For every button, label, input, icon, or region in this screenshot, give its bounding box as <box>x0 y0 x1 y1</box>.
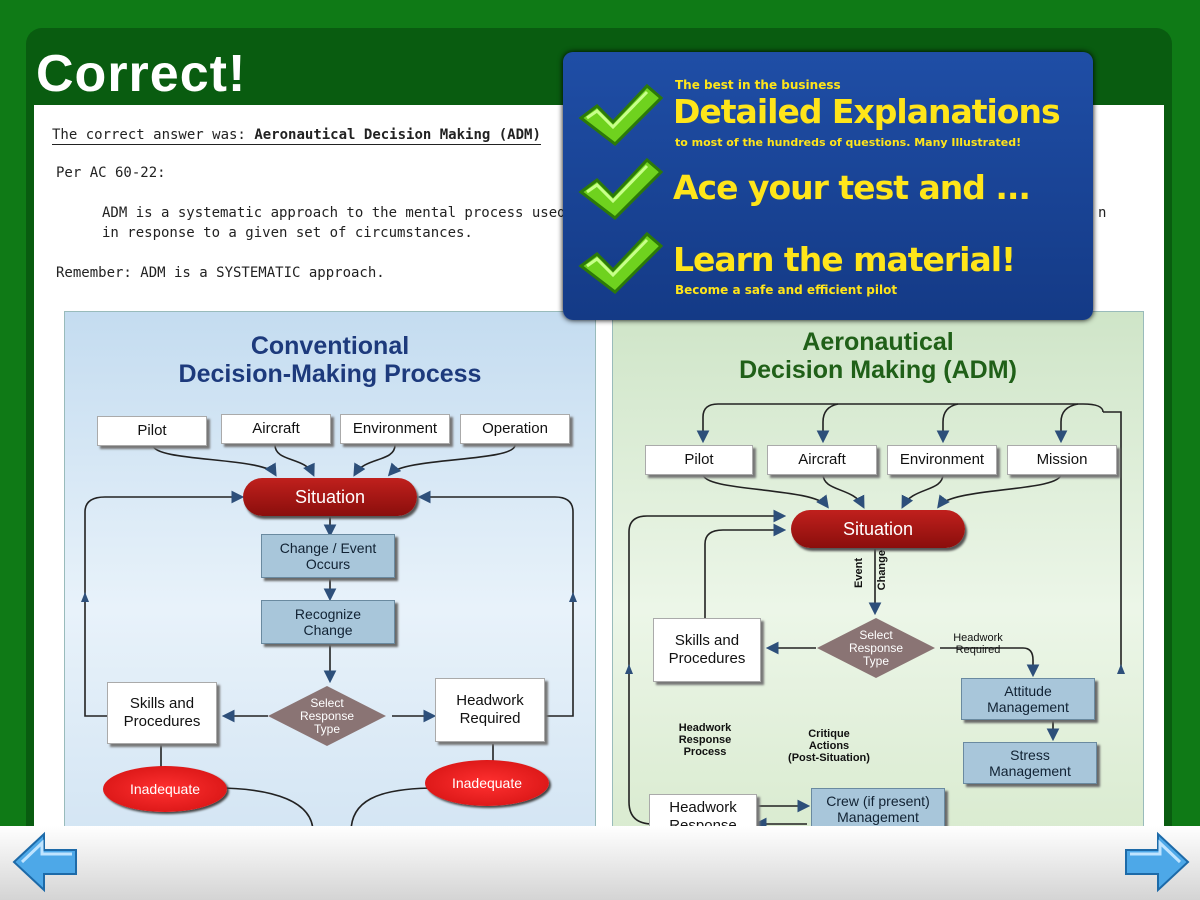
critique-line-2: Actions <box>808 740 850 752</box>
conventional-title-line-1: Conventional <box>250 332 410 360</box>
forward-arrow-icon[interactable] <box>1122 830 1192 894</box>
promo-headline-3: Learn the material! <box>673 240 1016 279</box>
select-line-1: Select <box>310 695 344 710</box>
headwork-process-line-2: Response <box>678 734 732 746</box>
conventional-connectors <box>81 444 577 845</box>
adm-situation-node: Situation <box>791 510 965 548</box>
adm-input-aircraft: Aircraft <box>767 445 877 475</box>
back-arrow-icon[interactable] <box>10 830 80 894</box>
promo-subline-3: Become a safe and efficient pilot <box>675 283 898 297</box>
checkmark-icon <box>578 83 663 146</box>
headwork-process-line-3: Process <box>683 746 727 758</box>
definition-line-1: ADM is a systematic approach to the ment… <box>102 205 1106 221</box>
headwork-process-line-1: Headwork <box>678 722 732 734</box>
promo-headline-1: Detailed Explanations <box>673 92 1061 131</box>
remember-note: Remember: ADM is a SYSTEMATIC approach. <box>56 265 385 281</box>
skills-line-1: Skills and <box>129 695 195 712</box>
promo-subline-1: to most of the hundreds of questions. Ma… <box>675 136 1022 149</box>
crew-line-2: Management <box>837 809 919 825</box>
adm-input-environment: Environment <box>887 445 997 475</box>
stress-line-2: Management <box>989 763 1071 779</box>
select-line-3: Type <box>313 721 340 736</box>
event-label: Event <box>853 558 865 588</box>
result-title: Correct! <box>36 45 247 103</box>
adm-connectors <box>625 403 1125 831</box>
headwork-response-line-1: Headwork <box>669 799 737 816</box>
adm-select-line-2: Response <box>848 640 904 655</box>
stress-line-1: Stress <box>1010 747 1050 763</box>
conventional-title-line-2: Decision-Making Process <box>178 360 482 388</box>
input-pilot: Pilot <box>97 416 207 446</box>
recognize-line-1: Recognize <box>294 606 362 622</box>
inadequate-right: Inadequate <box>425 760 549 806</box>
source-reference: Per AC 60-22: <box>56 165 166 181</box>
correct-answer-line: The correct answer was: Aeronautical Dec… <box>52 127 541 145</box>
critique-line-1: Critique <box>808 728 850 740</box>
adm-title-line-2: Decision Making (ADM) <box>739 356 1017 384</box>
adm-skills-line-1: Skills and <box>674 632 740 649</box>
adm-headwork-required-line-2: Required <box>955 644 1001 656</box>
definition-line-1-text: ADM is a systematic approach to the ment… <box>102 205 566 221</box>
answer-text: Aeronautical Decision Making (ADM) <box>254 127 541 143</box>
change-event-line-2: Occurs <box>305 556 351 572</box>
situation-node: Situation <box>243 478 417 516</box>
adm-title-line-1: Aeronautical <box>802 328 954 356</box>
adm-skills-line-2: Procedures <box>668 650 746 667</box>
attitude-line-2: Management <box>987 699 1069 715</box>
input-environment: Environment <box>340 414 450 444</box>
adm-input-pilot: Pilot <box>645 445 753 475</box>
adm-headwork-required-line-1: Headwork <box>953 632 1003 644</box>
definition-line-2: in response to a given set of circumstan… <box>102 225 473 241</box>
input-aircraft: Aircraft <box>221 414 331 444</box>
recognize-line-2: Change <box>303 622 353 638</box>
headwork-line-2: Required <box>459 710 521 727</box>
promo-headline-2: Ace your test and ... <box>673 168 1031 207</box>
promo-banner: The best in the business Detailed Explan… <box>563 52 1093 320</box>
inadequate-left: Inadequate <box>103 766 227 812</box>
select-line-2: Response <box>299 708 355 723</box>
adm-input-mission: Mission <box>1007 445 1117 475</box>
definition-line-1-tail: n <box>1098 205 1107 221</box>
adm-select-line-1: Select <box>859 627 893 642</box>
headwork-line-1: Headwork <box>456 692 524 709</box>
checkmark-icon <box>578 231 663 294</box>
skills-line-2: Procedures <box>123 713 201 730</box>
adm-select-line-3: Type <box>862 653 889 668</box>
input-operation: Operation <box>460 414 570 444</box>
crew-management-box: Crew (if present)Management <box>811 788 945 830</box>
checkmark-icon <box>578 157 663 220</box>
change-event-line-1: Change / Event <box>279 540 377 556</box>
answer-prefix: The correct answer was: <box>52 127 246 143</box>
attitude-line-1: Attitude <box>1004 683 1052 699</box>
critique-line-3: (Post-Situation) <box>788 752 870 764</box>
crew-line-1: Crew (if present) <box>826 793 930 809</box>
bottom-nav-bar <box>0 826 1200 900</box>
change-label: Change <box>876 550 888 591</box>
promo-tagline: The best in the business <box>675 78 841 92</box>
